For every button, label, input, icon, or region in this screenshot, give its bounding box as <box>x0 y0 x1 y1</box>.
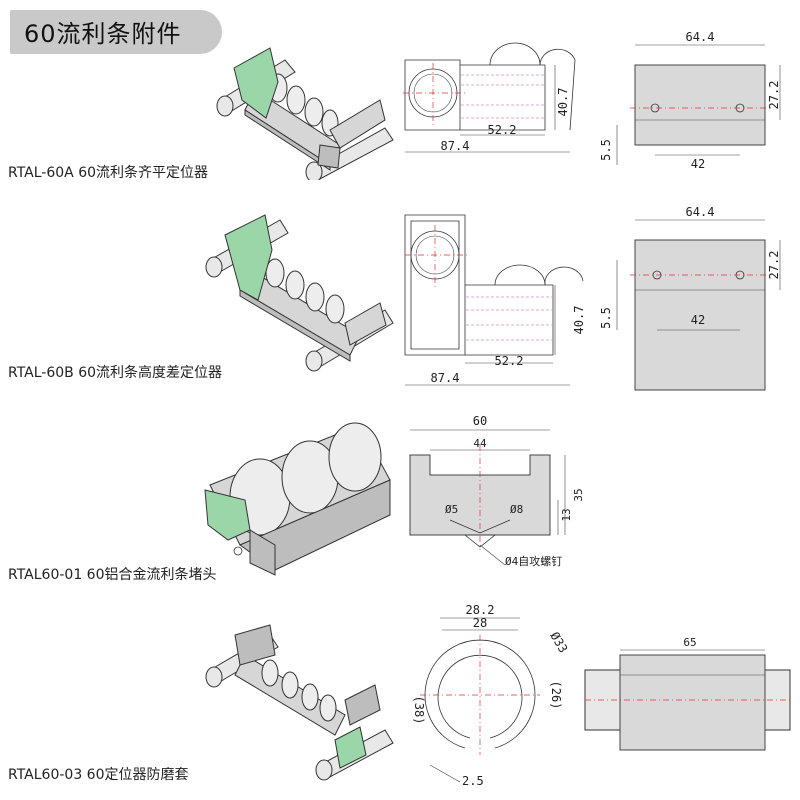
title-badge <box>10 10 222 54</box>
caption-rtal-60b: RTAL-60B 60流利条高度差定位器 <box>8 365 223 381</box>
rtal60-01-front-view: 60 44 Ø5 Ø8 35 13 Ø4自攻螺钉 <box>409 414 585 568</box>
dim-screw: Ø4自攻螺钉 <box>505 554 562 568</box>
dim-width: 64.4 <box>686 205 715 219</box>
rtal-60a-top-view: 64.4 27.2 5.5 42 <box>599 30 781 171</box>
dim-dia: Ø33 <box>547 630 570 656</box>
caption-rtal-60a: RTAL-60A 60流利条齐平定位器 <box>8 165 209 181</box>
dim-width: 64.4 <box>686 30 715 44</box>
dim-gap: 2.5 <box>462 774 484 788</box>
dim-left: 5.5 <box>599 307 613 329</box>
rtal-60b-3d-view <box>205 214 394 372</box>
rtal-60a-side-view: 40.7 52.2 87.4 <box>403 42 576 153</box>
dim-hole: 42 <box>691 313 705 327</box>
dim-height: 40.7 <box>572 306 586 335</box>
rtal-60a-3d-view <box>216 47 394 180</box>
page-title: 60流利条附件 <box>24 20 182 48</box>
dim-hole-left: Ø5 <box>445 503 458 516</box>
rtal60-03-3d-view <box>205 624 394 781</box>
dim-hole-right: Ø8 <box>510 503 523 516</box>
rtal60-01-3d-view <box>204 422 391 576</box>
dim-right: 27.2 <box>767 81 781 110</box>
dim-length: 65 <box>683 636 696 649</box>
dim-left: 5.5 <box>599 139 613 161</box>
caption-rtal60-01: RTAL60-01 60铝合金流利条堵头 <box>8 567 217 583</box>
dim-inner: 52.2 <box>495 354 524 368</box>
dim-outer: 60 <box>473 414 487 428</box>
dim-height: 35 <box>572 488 585 501</box>
dim-slot: 13 <box>560 508 573 521</box>
dim-right: 27.2 <box>767 251 781 280</box>
dim-total: 87.4 <box>431 371 460 385</box>
dim-inner: 28 <box>473 616 487 630</box>
dim-inner: 52.2 <box>488 123 517 137</box>
caption-rtal60-03: RTAL60-03 60定位器防磨套 <box>8 767 189 783</box>
dim-hole: 42 <box>691 157 705 171</box>
dim-right: (26) <box>549 681 563 710</box>
dim-total: 87.4 <box>441 139 470 153</box>
dim-inner: 44 <box>473 437 487 450</box>
rtal-60b-side-view: 40.7 52.2 87.4 <box>404 214 586 386</box>
rtal60-03-section-view: 28.2 28 Ø33 (26) (38) 2.5 <box>412 603 570 788</box>
rtal60-03-side-view: 65 <box>584 636 791 751</box>
dim-left: (38) <box>412 696 426 725</box>
dim-outer: 28.2 <box>466 603 495 617</box>
rtal-60b-top-view: 64.4 27.2 5.5 42 <box>599 205 781 391</box>
dim-height: 40.7 <box>556 88 570 117</box>
